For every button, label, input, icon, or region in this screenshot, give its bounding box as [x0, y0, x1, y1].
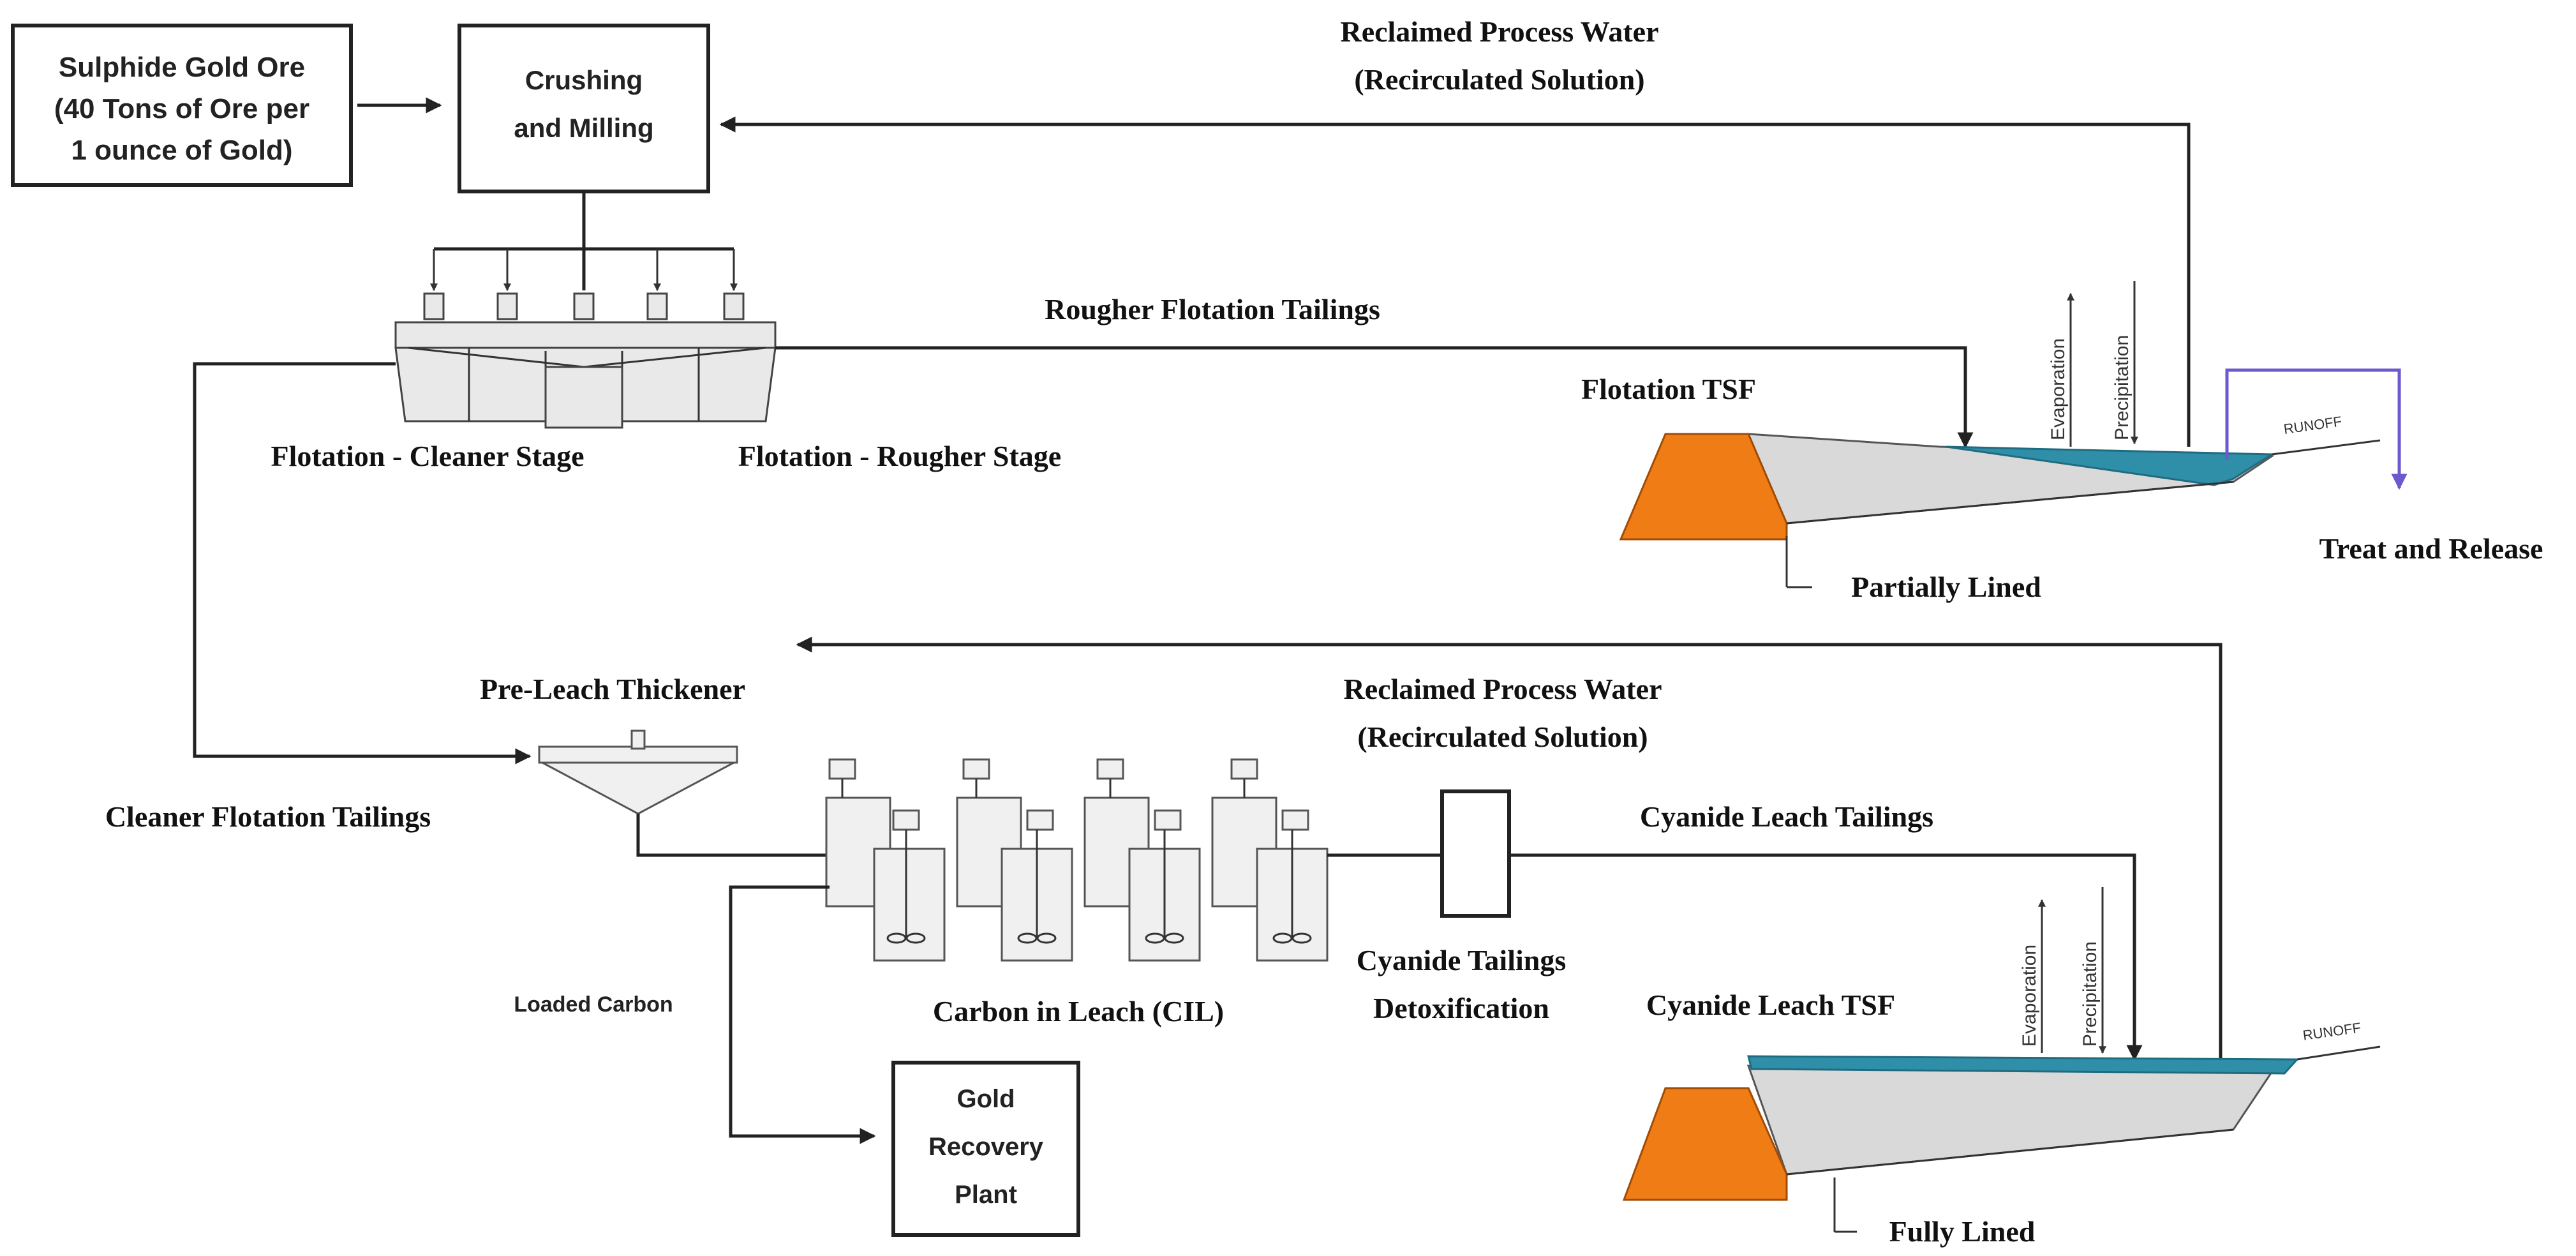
flotation-evaporation: Evaporation	[2048, 292, 2074, 447]
flotation-cells	[394, 292, 777, 429]
reclaimed-bottom-line1: Reclaimed Process Water	[1343, 673, 1662, 705]
cleaner-tailings-label: Cleaner Flotation Tailings	[105, 800, 431, 833]
fully-lined-label: Fully Lined	[1889, 1215, 2036, 1248]
cyanide-tsf: RUNOFF	[1622, 1019, 2381, 1201]
cyanide-precipitation-label: Precipitation	[2080, 941, 2101, 1047]
pre-leach-label: Pre-Leach Thickener	[480, 673, 745, 705]
cyanide-runoff-line	[2297, 1045, 2381, 1061]
ore-label-line1: Sulphide Gold Ore	[59, 52, 305, 83]
gold-label-line2: Recovery	[928, 1133, 1044, 1161]
ore-label-line2: (40 Tons of Ore per	[54, 93, 309, 124]
reclaimed-top-line2: (Recirculated Solution)	[1354, 63, 1644, 96]
reclaimed-bottom-line2: (Recirculated Solution)	[1357, 721, 1648, 753]
cyanide-evaporation-label: Evaporation	[2019, 945, 2040, 1047]
flotation-runoff-label: RUNOFF	[2282, 413, 2342, 437]
gold-recovery-box: Gold Recovery Plant	[891, 1061, 1080, 1237]
thickener-to-cil-line	[636, 814, 830, 857]
cil-label: Carbon in Leach (CIL)	[933, 995, 1224, 1028]
flotation-precipitation: Precipitation	[2111, 281, 2138, 445]
detox-vessel	[1440, 789, 1511, 918]
reclaimed-top-arrow	[719, 116, 2191, 447]
cyanide-tsf-label: Cyanide Leach TSF	[1646, 989, 1895, 1021]
cyanide-tailings-arrow	[1509, 853, 2143, 1061]
cyanide-tailings-label: Cyanide Leach Tailings	[1640, 800, 1933, 833]
partially-lined-label: Partially Lined	[1851, 571, 2041, 603]
detox-label-line1: Cyanide Tailings	[1357, 944, 1567, 976]
treat-release-line	[2225, 368, 2408, 490]
flotation-tsf: RUNOFF	[1619, 413, 2381, 541]
gold-label-line1: Gold	[957, 1085, 1015, 1113]
cyanide-precipitation: Precipitation	[2080, 887, 2106, 1054]
flotation-evaporation-label: Evaporation	[2048, 338, 2069, 440]
flotation-precipitation-label: Precipitation	[2111, 335, 2133, 440]
treat-release-label: Treat and Release	[2319, 532, 2543, 565]
flotation-tsf-label: Flotation TSF	[1581, 373, 1756, 405]
rougher-tailings-arrow	[775, 346, 1974, 449]
cleaner-tailings-arrow	[193, 362, 532, 765]
crushing-label-line1: Crushing	[525, 65, 643, 95]
reclaimed-bottom-arrow	[796, 636, 2222, 1059]
crushing-label-line2: and Milling	[514, 113, 653, 143]
loaded-carbon-label: Loaded Carbon	[514, 992, 673, 1017]
flotation-cleaner-label: Flotation - Cleaner Stage	[271, 440, 584, 472]
fully-lined-pointer	[1833, 1178, 1857, 1233]
rougher-tailings-label: Rougher Flotation Tailings	[1045, 293, 1380, 325]
gold-label-line3: Plant	[955, 1181, 1017, 1209]
ore-label-line3: 1 ounce of Gold)	[71, 135, 292, 166]
crushing-milling-box: Crushing and Milling	[458, 24, 710, 193]
pre-leach-thickener	[538, 729, 738, 815]
partially-lined-pointer	[1785, 536, 1812, 588]
flotation-feed-drops	[430, 249, 738, 292]
cil-tanks	[825, 758, 1329, 962]
cyanide-runoff-label: RUNOFF	[2302, 1019, 2362, 1043]
reclaimed-top-line1: Reclaimed Process Water	[1340, 15, 1658, 48]
cyanide-evaporation: Evaporation	[2019, 899, 2046, 1053]
loaded-carbon-arrow	[729, 885, 876, 1144]
flotation-runoff-line	[2271, 439, 2381, 456]
sulphide-ore-box: Sulphide Gold Ore (40 Tons of Ore per 1 …	[11, 24, 353, 187]
detox-label-line2: Detoxification	[1373, 992, 1549, 1024]
flotation-rougher-label: Flotation - Rougher Stage	[738, 440, 1061, 472]
